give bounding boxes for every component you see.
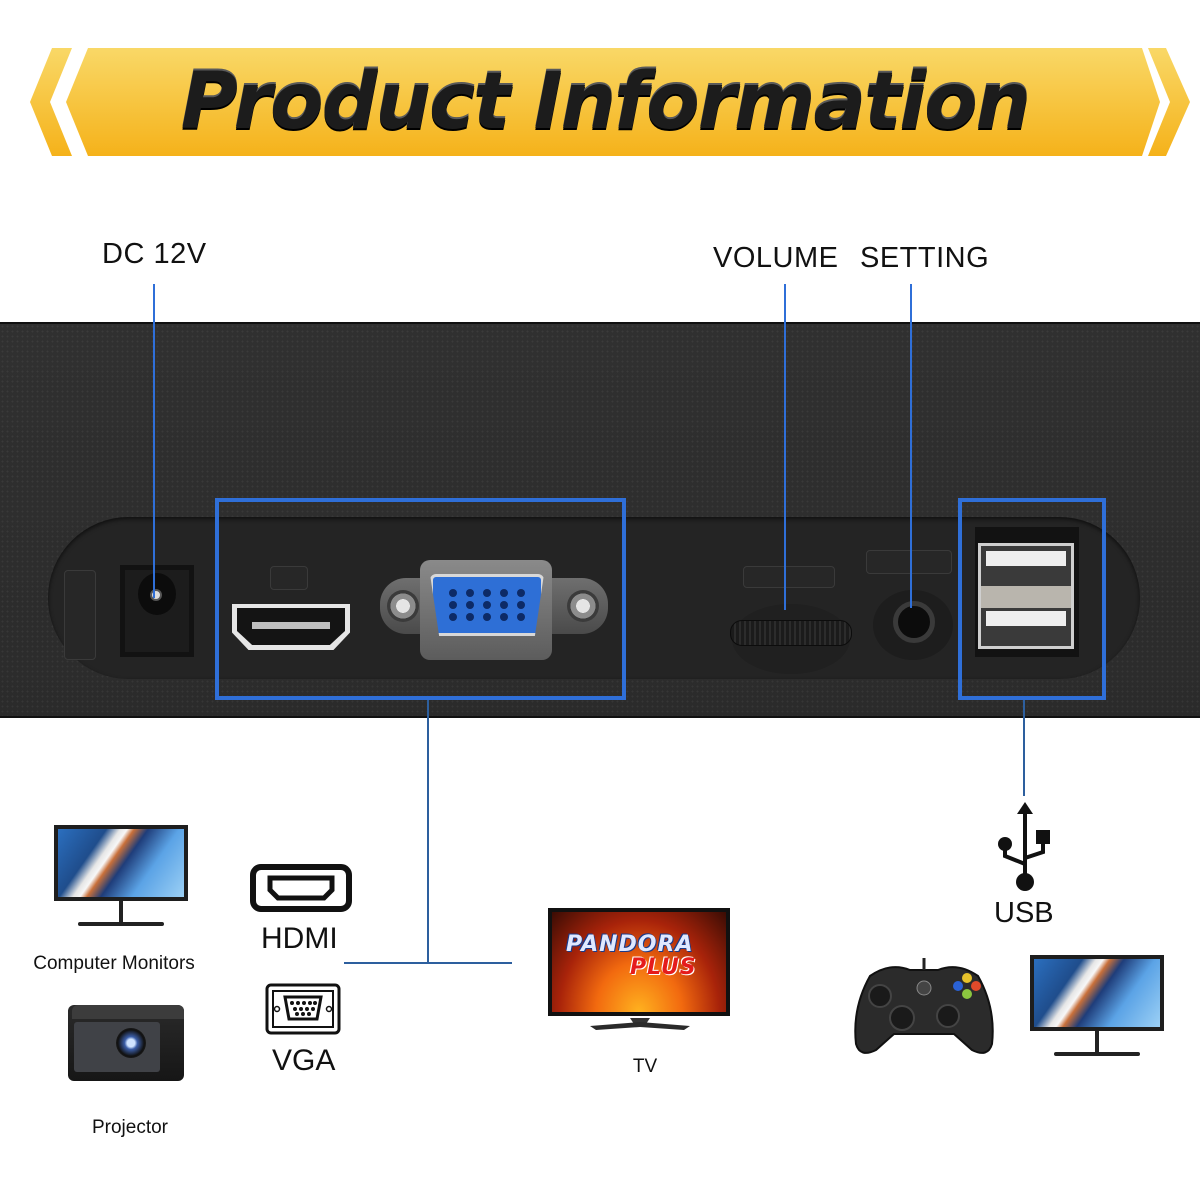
usb-label: USB (994, 897, 1054, 929)
vga-screw-right (567, 590, 599, 622)
volume-emboss-label (743, 566, 835, 588)
setting-emboss-label (866, 550, 952, 574)
dc-12v-label: DC 12V (102, 238, 207, 270)
usb-port-top[interactable] (986, 551, 1066, 566)
tv-stand (590, 1018, 690, 1030)
tv-icon (548, 908, 730, 1016)
monitor-icon (54, 825, 188, 901)
setting-label: SETTING (860, 242, 990, 274)
volume-lead-line (784, 284, 786, 610)
usb-monitor-device (1030, 955, 1164, 1059)
banner-title: Product Information (180, 57, 1031, 147)
vga-screw-left (387, 590, 419, 622)
vga-label: VGA (272, 1044, 336, 1077)
hdmi-vga-callout-box (215, 498, 626, 700)
usb-divider (981, 586, 1071, 608)
banner-chevron-shape (30, 48, 1190, 156)
vga-port[interactable] (430, 574, 544, 636)
tv-screen-subtitle: PLUS (630, 955, 697, 980)
dc-jack-pin (150, 589, 162, 601)
tv-screen-title: PANDORA (566, 932, 694, 957)
setting-button[interactable] (893, 601, 935, 643)
gamepad-icon (854, 958, 994, 1054)
monitor-icon (1030, 955, 1164, 1031)
video-branch-line (344, 962, 512, 964)
usb-callout-box (958, 498, 1106, 700)
setting-lead-line (910, 284, 912, 608)
vga-icon (265, 983, 341, 1035)
volume-wheel[interactable] (730, 620, 852, 646)
hdmi-emboss-label (270, 566, 308, 590)
volume-label: VOLUME (713, 242, 839, 274)
dc-lead-line-panel (153, 322, 155, 598)
hdmi-label: HDMI (261, 922, 338, 955)
dc-emboss-label (64, 570, 96, 660)
tv-label: TV (632, 1056, 658, 1077)
usb-icon (998, 802, 1050, 891)
video-connector-line (427, 700, 429, 964)
product-information-banner: Product Information (0, 48, 1200, 156)
projector-label: Projector (91, 1117, 169, 1138)
computer-monitors-label: Computer Monitors (33, 953, 195, 974)
usb-port-bottom[interactable] (986, 611, 1066, 626)
usb-connector-line (1023, 700, 1025, 796)
hdmi-port-tongue (252, 622, 330, 629)
hdmi-icon (250, 864, 352, 912)
computer-monitor-device (54, 825, 188, 929)
